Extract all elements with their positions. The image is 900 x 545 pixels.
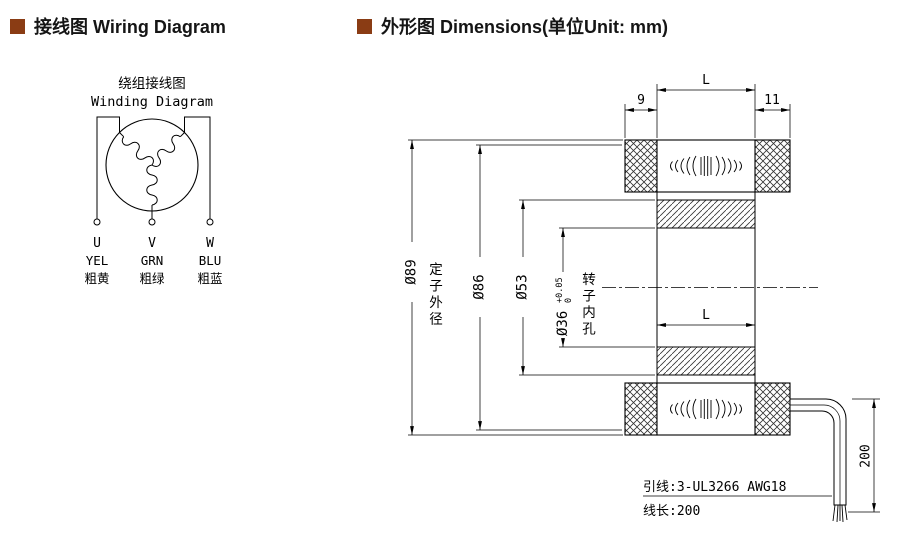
terminal-w: W BLU 粗蓝	[197, 218, 223, 286]
dim-dia-89: Ø89 定子外径	[401, 140, 443, 435]
dim-label-200: 200	[859, 444, 874, 467]
terminal-u-label: U	[93, 236, 101, 251]
dimension-drawing: L 9 11 Ø89 定子外径	[401, 73, 880, 523]
stator-core-bottom	[656, 382, 756, 436]
dim-label-dia36-tol-lower: 0	[564, 298, 574, 303]
dim-label-dia36-tol-upper: +0.05	[555, 277, 565, 303]
star-winding-coils	[119, 132, 185, 206]
terminal-leads	[96, 116, 211, 219]
terminal-w-color-cn: 粗蓝	[197, 271, 222, 286]
note-lead-spec: 引线:3-UL3266 AWG18	[643, 480, 786, 495]
note-wire-length: 线长:200	[643, 504, 700, 519]
terminal-u-color: YEL	[86, 253, 109, 268]
end-winding-bottom-right	[754, 382, 791, 436]
dim-label-dia53: Ø53	[515, 274, 531, 299]
end-winding-bottom-left	[624, 382, 658, 436]
dim-label-L-inner: L	[702, 308, 710, 323]
terminal-w-color: BLU	[199, 253, 222, 268]
terminal-u: U YEL 粗黄	[84, 218, 110, 286]
stator-core-top	[656, 139, 756, 193]
dim-label-L-top: L	[702, 73, 710, 88]
end-winding-top-left	[624, 139, 658, 193]
dim-rotor-length-L: L	[657, 308, 755, 327]
wire-frayed-ends	[832, 504, 848, 523]
rotor	[656, 199, 756, 376]
dim-dia-86: Ø86	[469, 145, 488, 430]
dim-label-dia36: Ø36	[555, 311, 571, 336]
square-bullet-icon	[357, 18, 372, 34]
winding-title-en: Winding Diagram	[91, 94, 213, 110]
terminal-u-color-cn: 粗黄	[84, 271, 109, 286]
dimensions-section-header: 外形图 Dimensions(单位Unit: mm)	[357, 13, 668, 39]
wiring-section-header: 接线图 Wiring Diagram	[10, 13, 226, 39]
dim-top-length-L: L	[657, 73, 755, 92]
rotor-section-bottom	[656, 346, 756, 376]
dim-label-dia89: Ø89	[404, 259, 420, 284]
wiring-section-title: 接线图 Wiring Diagram	[34, 17, 226, 37]
dimensions-section-title: 外形图 Dimensions(单位Unit: mm)	[381, 17, 669, 37]
winding-diagram: 绕组接线图 Winding Diagram U YEL 粗黄	[84, 75, 222, 286]
terminal-dot	[93, 218, 101, 226]
lead-wire	[789, 398, 848, 523]
end-winding-top-right	[754, 139, 791, 193]
winding-title-cn: 绕组接线图	[118, 75, 186, 92]
dim-label-stator-od: 定子外径	[426, 262, 443, 328]
lead-wire-notes: 引线:3-UL3266 AWG18 线长:200	[643, 480, 832, 519]
terminal-dot	[206, 218, 214, 226]
terminal-w-label: W	[206, 236, 214, 251]
terminal-dot	[148, 218, 156, 226]
terminal-v-color: GRN	[141, 253, 164, 268]
dim-dia-36: Ø36 +0.05 0 转子内孔	[551, 228, 596, 347]
dim-wire-length-200: 200	[859, 399, 876, 512]
dim-dia-53: Ø53	[512, 200, 531, 375]
dim-label-11: 11	[764, 93, 780, 108]
rotor-section-top	[656, 199, 756, 229]
dim-label-dia86: Ø86	[472, 274, 488, 299]
terminal-v-color-cn: 粗绿	[139, 271, 165, 286]
dim-top-9: 9	[625, 93, 657, 112]
dim-top-11: 11	[755, 93, 790, 112]
extension-lines	[408, 84, 880, 513]
terminal-v: V GRN 粗绿	[139, 218, 165, 286]
square-bullet-icon	[10, 18, 25, 34]
dim-label-rotor-bore: 转子内孔	[579, 272, 596, 338]
terminal-v-label: V	[148, 236, 156, 251]
dim-label-9: 9	[637, 93, 645, 108]
stator-body	[624, 139, 791, 436]
